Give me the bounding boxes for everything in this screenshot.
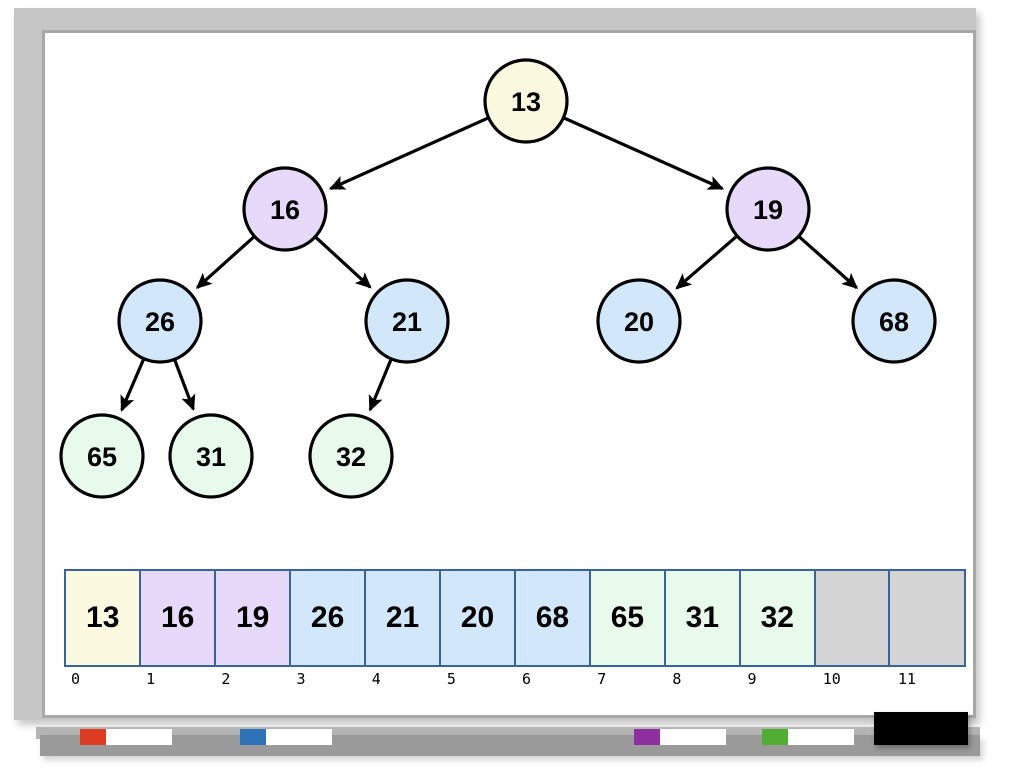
tree-node-label: 16 — [270, 195, 300, 225]
array-index-label-11: 11 — [897, 670, 916, 688]
tree-node-label: 26 — [145, 307, 175, 337]
tree-node-circle — [59, 413, 145, 499]
tree-edge-13-16 — [328, 116, 489, 191]
tree-node-65[interactable]: 65 — [59, 413, 145, 499]
tree-node-label: 32 — [336, 442, 366, 472]
array-index-label-4: 4 — [371, 670, 381, 688]
tree-node-label: 21 — [392, 307, 422, 337]
array-index-label-9: 9 — [747, 670, 757, 688]
array-cell-9[interactable]: 32 — [738, 569, 817, 667]
marker-red[interactable] — [80, 729, 172, 745]
array-index-label-7: 7 — [597, 670, 607, 688]
marker-green-cap — [762, 729, 788, 745]
tree-edge-21-32 — [368, 359, 393, 412]
tree-node-label: 20 — [624, 307, 654, 337]
tree-node-label: 31 — [196, 442, 226, 472]
tree-node-13[interactable]: 13 — [483, 58, 569, 144]
array-cell-1[interactable]: 16 — [138, 569, 217, 667]
array-index-label-1: 1 — [146, 670, 156, 688]
array-cell-2[interactable]: 19 — [213, 569, 292, 667]
marker-blue-body — [266, 729, 332, 745]
tree-node-16[interactable]: 16 — [242, 166, 328, 252]
binary-heap-tree: 13 16 19 26 21 20 68 65 31 32 — [59, 58, 937, 499]
tree-edge-13-19 — [563, 116, 725, 191]
marker-purple-cap — [634, 729, 660, 745]
tree-node-circle — [117, 278, 203, 364]
marker-red-body — [106, 729, 172, 745]
tree-node-circle — [242, 166, 328, 252]
tree-node-circle — [851, 278, 937, 364]
array-cell-empty-10[interactable] — [813, 569, 891, 667]
array-index-label-6: 6 — [522, 670, 532, 688]
marker-blue-cap — [240, 729, 266, 745]
tree-node-circle — [483, 58, 569, 144]
tree-node-31[interactable]: 31 — [168, 413, 254, 499]
heap-array-indices: 0 1 2 3 4 5 6 7 8 9 10 11 — [64, 670, 966, 692]
tree-edge-26-65 — [120, 358, 145, 412]
tree-node-68[interactable]: 68 — [851, 278, 937, 364]
tree-edge-19-68 — [798, 235, 859, 290]
tree-node-20[interactable]: 20 — [596, 278, 682, 364]
array-cell-4[interactable]: 21 — [363, 569, 442, 667]
array-cell-5[interactable]: 20 — [438, 569, 517, 667]
tree-edges — [120, 116, 859, 412]
tree-nodes: 13 16 19 26 21 20 68 65 31 32 — [59, 58, 937, 499]
tree-node-label: 68 — [879, 307, 909, 337]
tree-node-21[interactable]: 21 — [364, 278, 450, 364]
tree-node-circle — [364, 278, 450, 364]
array-cell-7[interactable]: 65 — [588, 569, 667, 667]
marker-blue[interactable] — [240, 729, 332, 745]
tree-edge-26-31 — [173, 359, 196, 412]
array-index-label-8: 8 — [672, 670, 682, 688]
marker-red-cap — [80, 729, 106, 745]
array-cell-6[interactable]: 68 — [513, 569, 592, 667]
tree-node-circle — [308, 413, 394, 499]
tree-node-label: 65 — [87, 442, 117, 472]
array-cell-8[interactable]: 31 — [663, 569, 742, 667]
tree-node-circle — [168, 413, 254, 499]
tree-node-circle — [725, 166, 811, 252]
tree-edge-16-26 — [195, 235, 255, 289]
array-index-label-10: 10 — [822, 670, 841, 688]
marker-purple[interactable] — [634, 729, 726, 745]
tree-node-26[interactable]: 26 — [117, 278, 203, 364]
array-cell-empty-11[interactable] — [888, 569, 966, 667]
marker-green[interactable] — [762, 729, 854, 745]
marker-purple-body — [660, 729, 726, 745]
eraser-block[interactable] — [874, 712, 968, 745]
tree-node-circle — [596, 278, 682, 364]
array-index-label-2: 2 — [221, 670, 231, 688]
tree-edge-16-21 — [314, 236, 372, 289]
array-index-label-0: 0 — [71, 670, 81, 688]
tree-node-19[interactable]: 19 — [725, 166, 811, 252]
array-cell-3[interactable]: 26 — [288, 569, 367, 667]
tree-node-label: 19 — [753, 195, 783, 225]
array-cell-0[interactable]: 13 — [64, 569, 142, 667]
marker-green-body — [788, 729, 854, 745]
array-index-label-5: 5 — [446, 670, 456, 688]
array-index-label-3: 3 — [296, 670, 306, 688]
tree-node-32[interactable]: 32 — [308, 413, 394, 499]
tree-edge-19-20 — [675, 235, 738, 290]
tree-node-label: 13 — [511, 87, 541, 117]
